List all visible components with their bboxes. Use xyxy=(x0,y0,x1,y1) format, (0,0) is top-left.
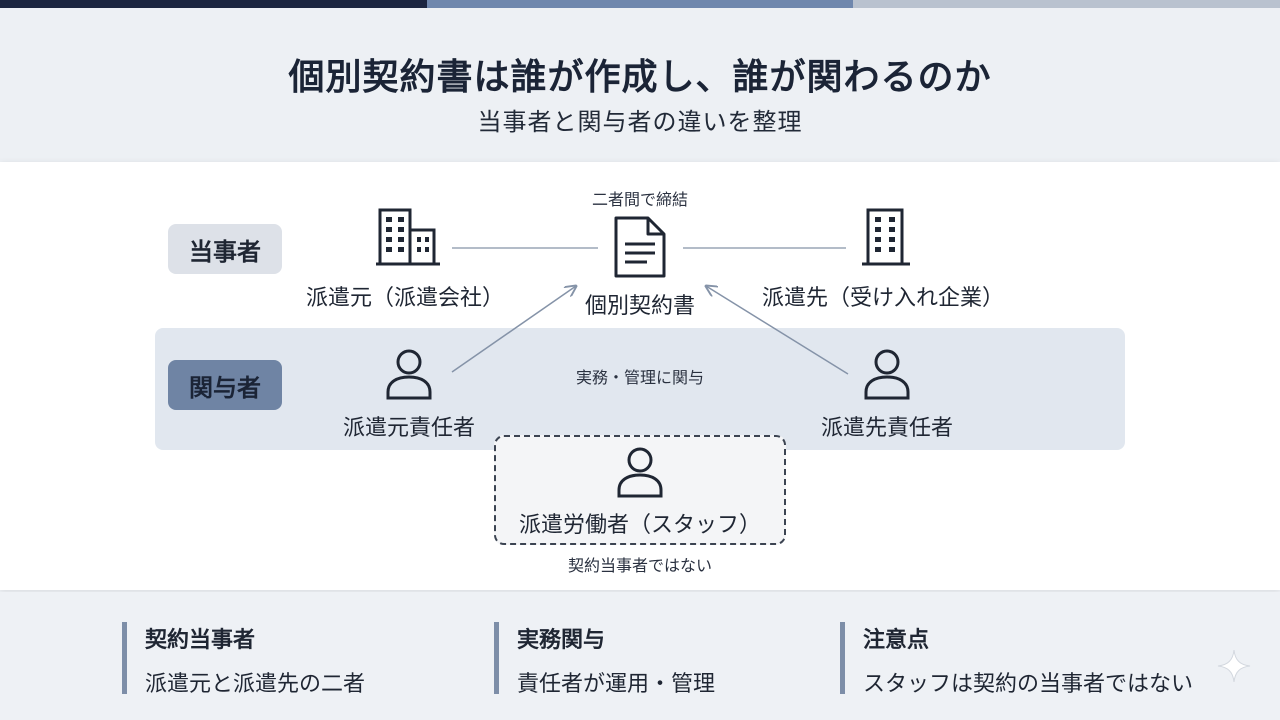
building-icon xyxy=(862,206,910,272)
staff-box xyxy=(494,435,786,545)
involvement-note: 実務・管理に関与 xyxy=(575,368,705,387)
contract-label: 個別契約書 xyxy=(584,294,696,319)
building-icon xyxy=(376,206,440,272)
footer-column-involvement: 実務関与 責任者が運用・管理 xyxy=(494,622,715,697)
top-accent-bar xyxy=(0,0,1280,8)
sparkle-icon xyxy=(1216,648,1252,688)
person-icon xyxy=(384,346,434,404)
person-icon xyxy=(862,346,912,404)
footer-heading: 契約当事者 xyxy=(145,628,256,653)
sender-manager-label: 派遣元責任者 xyxy=(342,416,476,441)
footer-heading: 実務関与 xyxy=(517,628,606,653)
tag-party: 当事者 xyxy=(168,224,282,274)
footer-body: 派遣元と派遣先の二者 xyxy=(145,672,366,697)
staff-note: 契約当事者ではない xyxy=(567,556,713,575)
related-parties-band xyxy=(155,328,1125,450)
header xyxy=(0,8,1280,160)
top-bar-segment-light xyxy=(853,0,1280,8)
contract-note: 二者間で締結 xyxy=(591,190,689,209)
top-bar-segment-dark xyxy=(0,0,427,8)
footer-body: 責任者が運用・管理 xyxy=(517,672,716,697)
footer-column-caution: 注意点 スタッフは契約の当事者ではない xyxy=(840,622,1193,697)
document-icon xyxy=(612,214,668,284)
footer xyxy=(0,592,1280,720)
person-icon xyxy=(615,444,665,502)
receiver-manager-label: 派遣先責任者 xyxy=(820,416,954,441)
page-subtitle: 当事者と関与者の違いを整理 xyxy=(477,108,803,136)
footer-column-parties: 契約当事者 派遣元と派遣先の二者 xyxy=(122,622,365,697)
sender-label: 派遣元（派遣会社） xyxy=(305,286,505,311)
top-bar-segment-mid xyxy=(426,0,854,8)
footer-heading: 注意点 xyxy=(863,628,930,653)
footer-body: スタッフは契約の当事者ではない xyxy=(863,672,1194,697)
page-title: 個別契約書は誰が作成し、誰が関わるのか xyxy=(288,57,992,98)
tag-related: 関与者 xyxy=(168,360,282,410)
receiver-label: 派遣先（受け入れ企業） xyxy=(761,286,1005,311)
staff-label: 派遣労働者（スタッフ） xyxy=(518,513,762,538)
